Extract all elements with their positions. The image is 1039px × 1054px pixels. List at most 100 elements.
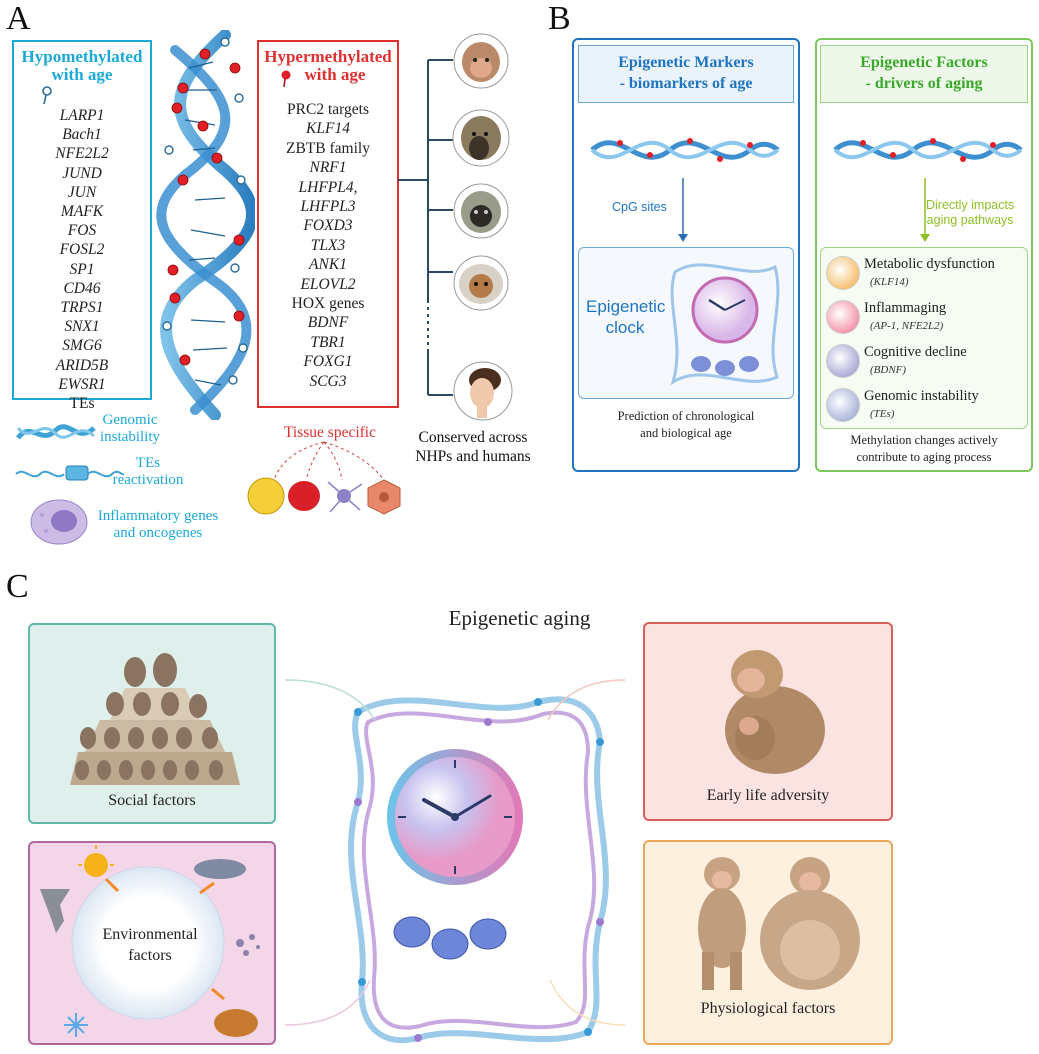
influence-arrows (284, 679, 626, 1026)
hyper-gene-item: ZBTB family (286, 139, 370, 157)
dna-strand-markers-icon (590, 138, 780, 162)
prediction-caption: Prediction of chronological and biologic… (578, 408, 794, 442)
cpg-sites-label: CpG sites (612, 200, 667, 214)
chromosome-icon (826, 388, 860, 422)
epigenetic-markers-title: Epigenetic Markers - biomarkers of age (578, 45, 794, 103)
markers-title-line1: Epigenetic Markers (618, 54, 754, 71)
hyper-gene-item: PRC2 targets (287, 101, 369, 118)
tissue-specific-label: Tissue specific (284, 424, 376, 441)
hyper-title-line1: Hypermethylated (264, 47, 392, 66)
hypo-gene-item: MAFK (60, 203, 104, 221)
tes-line2: reactivation (112, 472, 184, 488)
epigenetic-markers-panel (572, 38, 800, 472)
unmethylated-pin-icon (42, 86, 52, 105)
phylogeny-tree (398, 59, 453, 396)
macaque-portrait-icon (453, 33, 509, 89)
hypo-gene-item: LARP1 (59, 107, 105, 124)
prediction-line1: Prediction of chronological (617, 409, 755, 423)
conserved-label: Conserved across NHPs and humans (408, 428, 538, 466)
hyper-gene-item: FOXG1 (303, 353, 353, 371)
hypo-gene-item: JUND (62, 164, 102, 182)
clock-label-line2: clock (605, 318, 645, 337)
genomic-line1: Genomic (102, 412, 158, 428)
baboon-portrait-icon (452, 109, 510, 167)
environmental-line2: factors (128, 947, 172, 964)
hypo-gene-item: SP1 (69, 260, 95, 278)
aging-factor-gene: (BDNF) (870, 364, 907, 376)
markers-title-line2: - biomarkers of age (619, 75, 753, 92)
environmental-illustration (40, 845, 260, 1037)
hypo-gene-item: CD46 (63, 279, 101, 297)
aging-factor-row: Cognitive decline (BDNF) (824, 340, 1024, 384)
hyper-gene-item: ANK1 (309, 256, 347, 274)
hypo-gene-item: TRPS1 (60, 299, 104, 317)
hypo-gene-item: FOSL2 (59, 241, 105, 259)
lean-and-obese-monkey-illustration (698, 857, 860, 990)
hypo-gene-item: EWSR1 (58, 375, 106, 393)
hyper-title-line2: with age (304, 65, 366, 84)
monkey-pyramid-illustration (70, 653, 240, 785)
panel-b-label: B (548, 0, 571, 37)
epigenetic-clock-label: Epigenetic clock (586, 296, 665, 338)
methylation-caption: Methylation changes actively contribute … (820, 432, 1028, 466)
hyper-gene-item: TLX3 (310, 236, 346, 254)
tes-line1: TEs (135, 455, 161, 471)
hypo-gene-item: SNX1 (64, 318, 100, 336)
hyper-gene-item: BDNF (307, 314, 349, 332)
environmental-factors-label: Environmental factors (98, 924, 202, 966)
aging-factor-name: Metabolic dysfunction (864, 256, 995, 272)
hypo-gene-item: NFE2L2 (55, 145, 109, 163)
directly-impacts-arrow (920, 178, 930, 242)
genomic-instability-icon (16, 424, 96, 440)
early-life-adversity-label: Early life adversity (706, 787, 830, 804)
immune-cell-icon (30, 499, 88, 545)
prediction-line2: and biological age (640, 426, 732, 440)
panel-c-label: C (6, 568, 29, 605)
hypo-gene-item: ARID5B (55, 356, 109, 374)
hyper-gene-item: LHFPL3 (300, 198, 356, 216)
aging-factor-row: Genomic instability(TEs) (824, 384, 1024, 428)
aging-factors-list: Metabolic dysfunction (KLF14) Inflammaging… (824, 252, 1024, 428)
marmoset-portrait-icon (453, 255, 509, 311)
aging-factor-row: Inflammaging (AP-1, NFE2L2) (824, 296, 1024, 340)
hyper-gene-item: FOXD3 (303, 217, 353, 235)
aging-factor-gene: (KLF14) (870, 276, 909, 288)
epigenetic-factors-panel (815, 38, 1033, 472)
vervet-portrait-icon (453, 183, 509, 239)
directly-line2: aging pathways (926, 213, 1014, 227)
directly-line1: Directly impacts (926, 198, 1015, 212)
aging-factor-name: Inflammaging (864, 300, 947, 316)
aging-factor-row: Metabolic dysfunction (KLF14) (824, 252, 1024, 296)
aging-factor-gene: (AP-1, NFE2L2) (870, 320, 944, 332)
hypo-gene-item: Bach1 (62, 126, 102, 144)
epigenetic-clock-small-icon (670, 263, 780, 386)
conserved-line2: NHPs and humans (415, 448, 531, 465)
mother-infant-monkey-illustration (725, 650, 825, 774)
conserved-line1: Conserved across (418, 429, 528, 446)
aging-factor-name: Cognitive decline (864, 344, 967, 360)
te-reactivation-label: TEs reactivation (108, 455, 188, 489)
hyper-gene-item: SCG3 (309, 372, 347, 390)
hyper-gene-item: TBR1 (310, 333, 346, 351)
te-reactivation-icon (15, 465, 124, 481)
inflammatory-line1: Inflammatory genes (97, 508, 219, 524)
dna-strand-factors-icon (833, 138, 1023, 162)
metabolic-cell-icon (826, 256, 860, 290)
hypo-gene-item: JUN (67, 183, 97, 201)
factors-title-line1: Epigenetic Factors (860, 54, 988, 71)
hyper-gene-item: LHFPL4, (298, 178, 358, 196)
physiological-factors-label: Physiological factors (700, 1000, 836, 1017)
panel-a-label: A (6, 0, 31, 37)
genomic-line2: instability (100, 429, 160, 445)
hypomethylated-title: Hypomethylated with age (14, 48, 150, 84)
factors-title-line2: - drivers of aging (865, 75, 983, 92)
hyper-gene-item: KLF14 (306, 120, 350, 138)
inflammation-icon (826, 300, 860, 334)
tissue-cells-illustration (247, 441, 401, 515)
hypo-title-line2: with age (51, 65, 113, 84)
epigenetic-clock-illustration (348, 696, 609, 1044)
